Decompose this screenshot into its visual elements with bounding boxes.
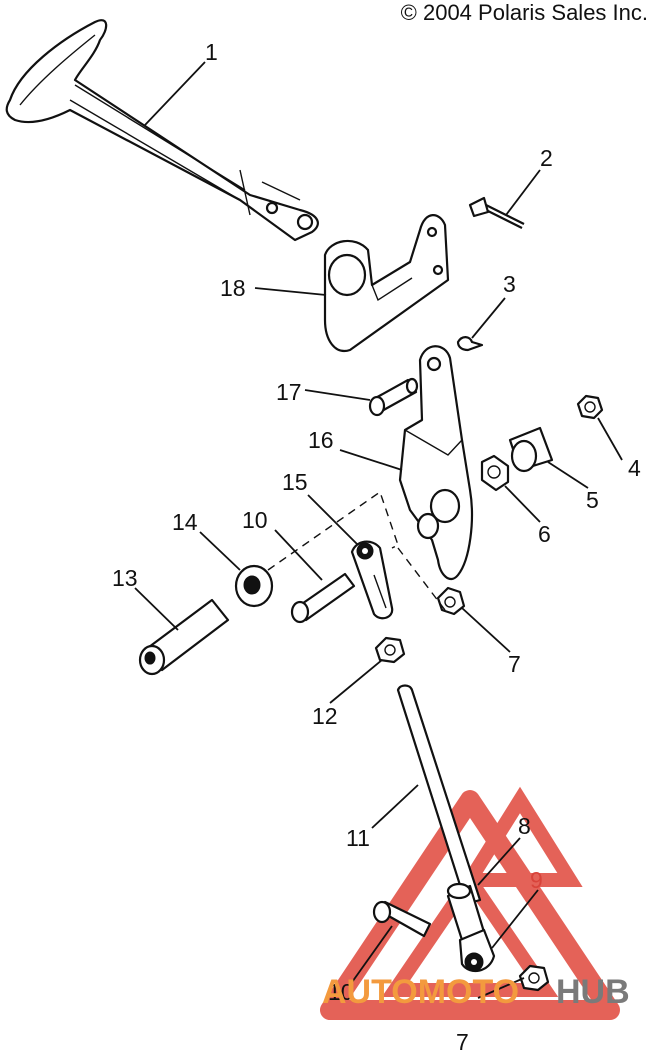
part-washer	[480, 454, 510, 492]
callout-10-upper: 10	[242, 507, 268, 533]
callout-6: 6	[538, 521, 551, 547]
part-bolt-large	[138, 598, 230, 676]
copyright-text: © 2004 Polaris Sales Inc.	[400, 0, 648, 25]
callout-5: 5	[586, 487, 599, 513]
part-rod-end-lower	[458, 928, 496, 973]
part-bushing	[508, 426, 554, 473]
part-bracket	[323, 214, 450, 353]
callout-11: 11	[346, 825, 370, 851]
part-shift-lever	[5, 19, 319, 242]
part-bolt	[468, 196, 525, 229]
callout-7-lower: 7	[456, 1029, 469, 1054]
part-pin-lower	[372, 900, 432, 938]
watermark-part2: HUB	[556, 973, 630, 1011]
callout-2: 2	[540, 145, 553, 171]
callout-17: 17	[276, 379, 302, 405]
part-nut-upper	[436, 586, 466, 616]
callout-1: 1	[205, 39, 218, 65]
callout-13: 13	[112, 565, 138, 591]
callout-3: 3	[503, 271, 516, 297]
part-pin-upper	[290, 572, 356, 624]
callout-16: 16	[308, 427, 334, 453]
part-rod-end	[350, 540, 394, 620]
leader-lines	[134, 61, 623, 999]
callout-4: 4	[628, 455, 641, 481]
part-nut	[576, 394, 604, 420]
callout-8: 8	[518, 813, 531, 839]
part-nut-small	[374, 636, 406, 664]
callout-12: 12	[312, 703, 338, 729]
part-adjuster	[446, 882, 486, 942]
callout-7-upper: 7	[508, 651, 521, 677]
part-washer-large	[234, 564, 274, 608]
part-pin	[368, 377, 419, 417]
callout-9: 9	[530, 867, 543, 893]
watermark-logo	[320, 786, 620, 1020]
callout-15: 15	[282, 469, 308, 495]
callout-labels: 1 2 3 4 5 6 7 8 9 10 10 11 12 13 14 15 1…	[112, 39, 641, 1054]
part-rod	[396, 684, 482, 906]
part-clip	[456, 336, 484, 352]
callout-14: 14	[172, 509, 198, 535]
part-shift-arm	[398, 345, 473, 581]
watermark-text: AUTOMOTO HUB	[322, 973, 630, 1011]
callout-18: 18	[220, 275, 246, 301]
watermark-part1: AUTOMOTO	[322, 973, 519, 1011]
part-nut-lower	[518, 964, 550, 992]
callout-10-lower: 10	[328, 979, 354, 1005]
